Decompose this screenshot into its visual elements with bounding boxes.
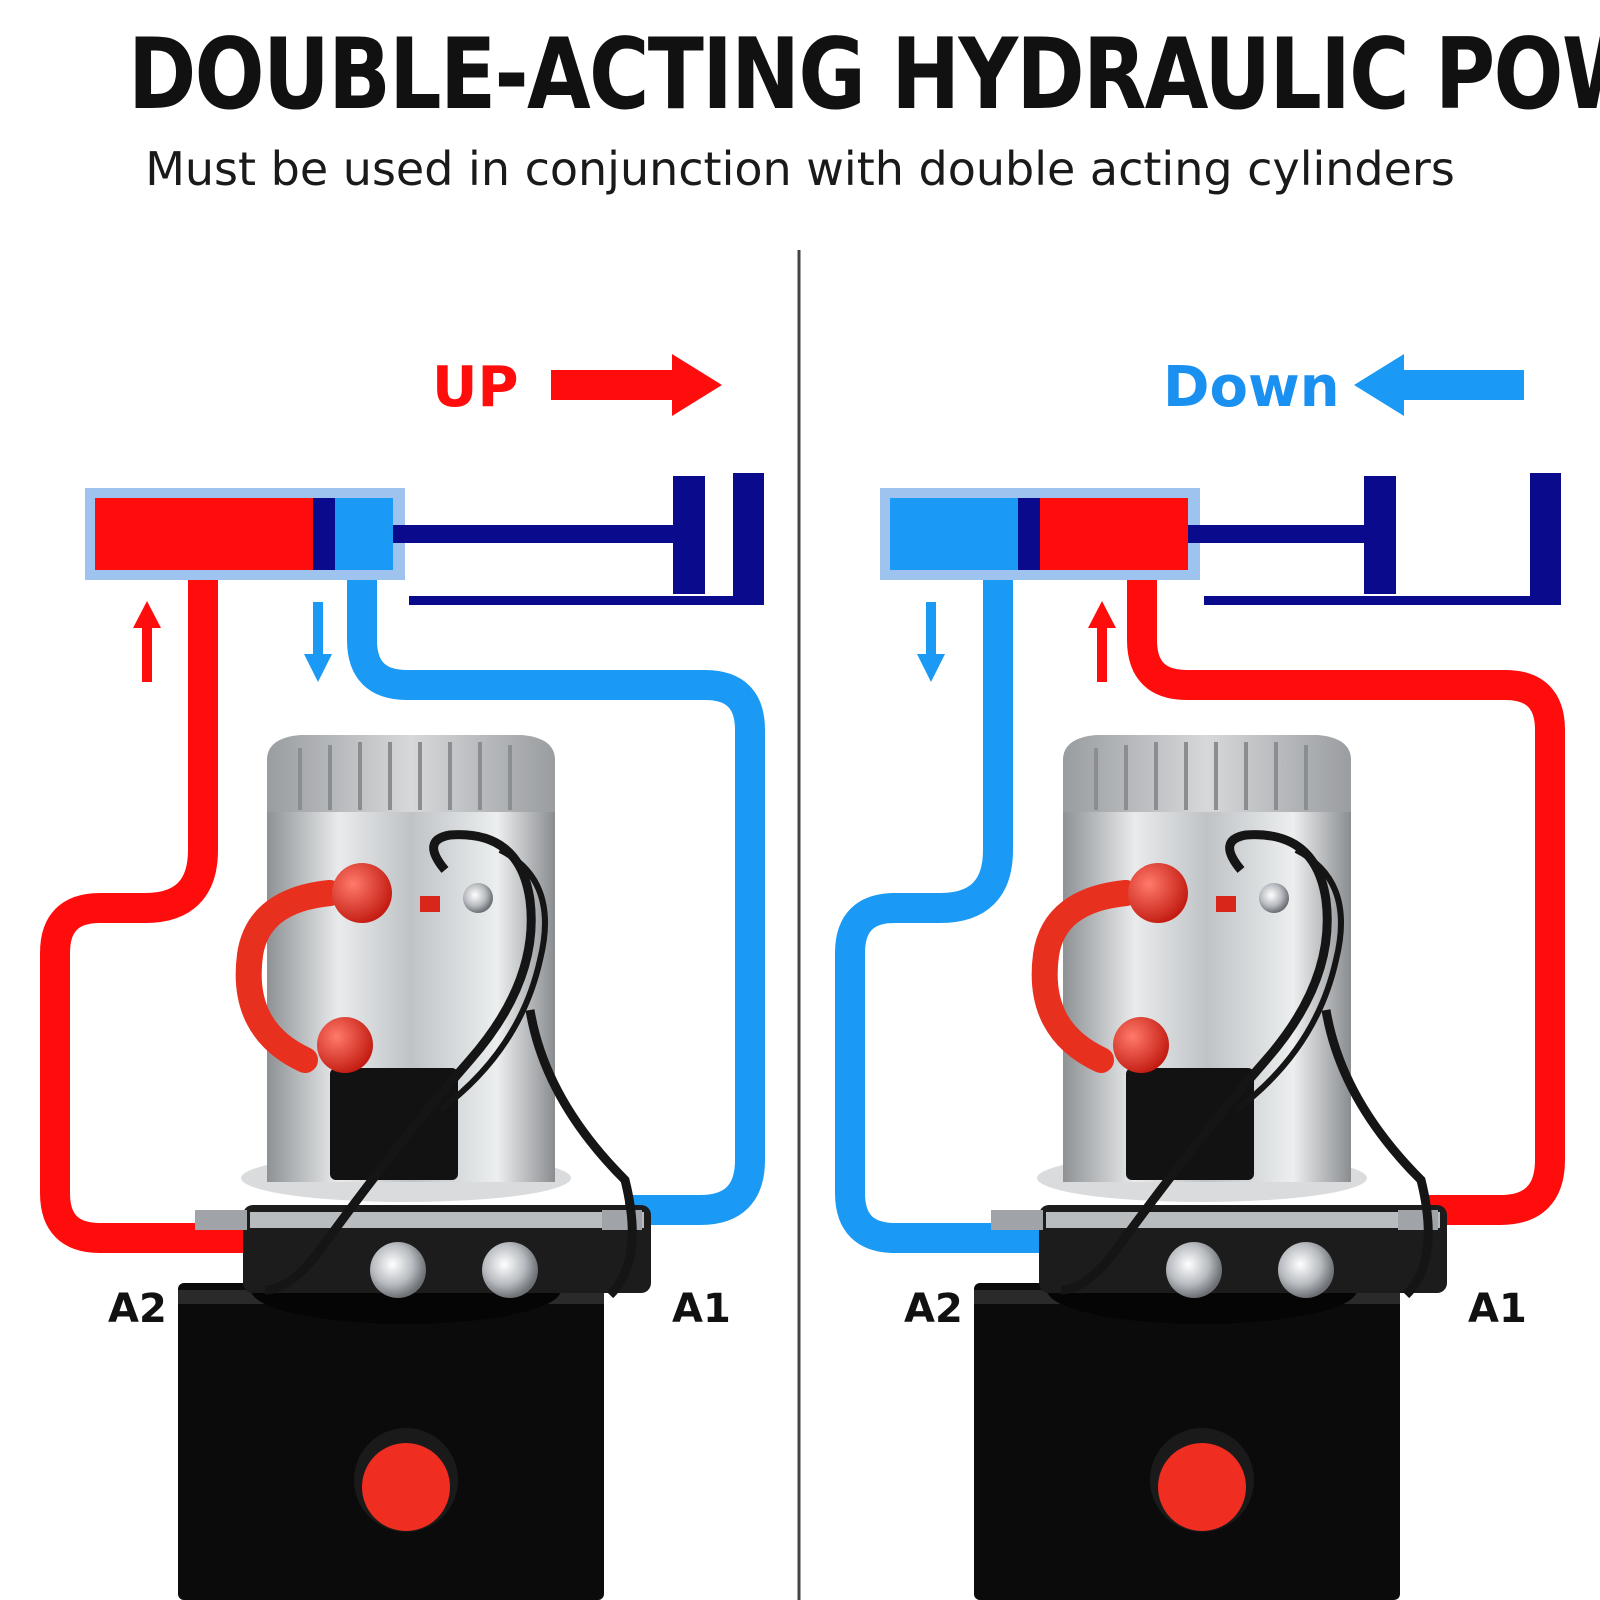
port-label-a2: A2 — [904, 1286, 963, 1332]
direction-label: Down — [1163, 355, 1340, 420]
direction-label: UP — [432, 355, 519, 420]
piston — [1018, 498, 1040, 570]
terminal-boot-icon — [1113, 1017, 1169, 1073]
power-unit — [178, 735, 651, 1600]
piston-rod — [1188, 525, 1364, 543]
port-label-a1: A1 — [1468, 1286, 1527, 1332]
flow-down-arrow-icon — [304, 602, 332, 682]
page-title: DOUBLE-ACTING HYDRAULIC POWER UNITS — [128, 18, 1600, 132]
terminal-boot-icon — [317, 1017, 373, 1073]
return-hose — [347, 568, 765, 1225]
port-label-a2: A2 — [108, 1286, 167, 1332]
terminal-nut-icon — [463, 883, 493, 913]
piston-rod — [393, 525, 673, 543]
terminal-nut-icon — [1259, 883, 1289, 913]
cylinder-blue-chamber — [335, 498, 393, 570]
valve-bolt-icon — [1166, 1242, 1222, 1298]
load-frame-vertical — [1530, 473, 1561, 605]
motor-end-cap — [1063, 735, 1351, 812]
red-cap-icon — [1158, 1443, 1246, 1531]
wire-harness — [438, 847, 548, 1113]
port-label-a1: A1 — [672, 1286, 731, 1332]
solenoid — [1126, 1068, 1254, 1180]
load-frame-vertical — [733, 473, 764, 605]
wire-harness — [1060, 830, 1332, 1295]
battery-cable — [235, 880, 343, 1073]
red-cap-icon — [362, 1443, 450, 1531]
power-unit — [974, 735, 1447, 1600]
rod-end-plate — [673, 476, 705, 594]
flow-up-arrow-icon — [133, 601, 161, 682]
flow-down-arrow-icon — [917, 602, 945, 682]
wire-harness — [1321, 1009, 1433, 1299]
terminal-boot-icon — [1128, 863, 1188, 923]
arrow-right-icon — [551, 354, 722, 416]
panel-up: UP — [40, 354, 765, 1600]
flow-up-arrow-icon — [1088, 601, 1116, 682]
valve-bolt-icon — [370, 1242, 426, 1298]
cylinder-red-chamber — [95, 498, 313, 570]
wire-harness — [1234, 847, 1344, 1113]
arrow-left-icon — [1354, 354, 1524, 416]
solenoid — [330, 1068, 458, 1180]
valve-bolt-icon — [482, 1242, 538, 1298]
cylinder-blue-chamber — [890, 498, 1018, 570]
motor-end-cap — [267, 735, 555, 812]
rod-end-plate — [1364, 476, 1396, 594]
cylinder-red-chamber — [1040, 498, 1188, 570]
piston — [313, 498, 335, 570]
return-hose — [835, 568, 1043, 1253]
terminal-boot-icon — [332, 863, 392, 923]
load-frame-base — [1204, 596, 1561, 605]
wire-harness — [264, 830, 536, 1295]
page-subtitle: Must be used in conjunction with double … — [145, 142, 1455, 196]
panel-down: Down — [835, 354, 1565, 1600]
wire-harness — [525, 1009, 637, 1299]
battery-cable — [1031, 880, 1139, 1073]
load-frame-base — [409, 596, 764, 605]
pressure-hose — [40, 568, 247, 1253]
pressure-hose — [1127, 568, 1565, 1225]
valve-bolt-icon — [1278, 1242, 1334, 1298]
